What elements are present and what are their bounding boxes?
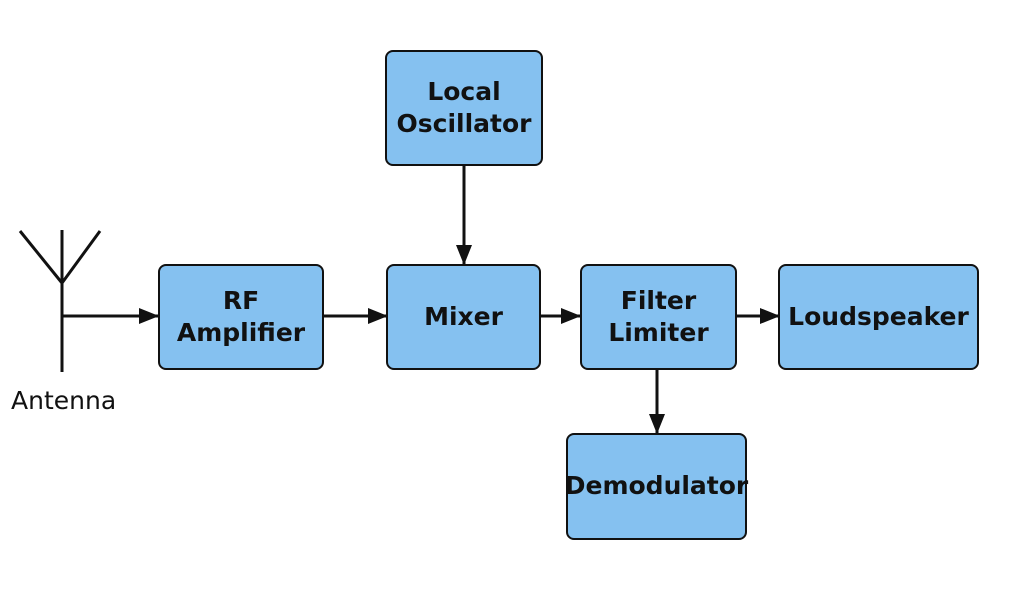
loudspeaker-label: Loudspeaker	[788, 301, 969, 331]
loudspeaker-block: Loudspeaker	[778, 264, 979, 370]
antenna-label: Antenna	[11, 386, 117, 415]
local-oscillator-block: Local Oscillator	[385, 50, 543, 166]
local-oscillator-label-line2: Oscillator	[396, 109, 532, 138]
antenna-icon	[18, 230, 102, 372]
rf-amplifier-block: RF Amplifier	[158, 264, 324, 370]
demodulator-block: Demodulator	[564, 433, 749, 540]
mixer-block: Mixer	[386, 264, 541, 370]
mixer-label: Mixer	[424, 301, 503, 331]
rf-amplifier-label-line1: RF	[222, 285, 260, 315]
demodulator-label: Demodulator	[564, 471, 749, 501]
filter-limiter-block: Filter Limiter	[580, 264, 737, 370]
local-oscillator-label-line1: Local	[427, 76, 501, 106]
rf-amplifier-label-line2: Amplifier	[176, 318, 306, 347]
filter-limiter-label-line2: Limiter	[608, 318, 709, 347]
filter-limiter-label-line1: Filter	[620, 285, 697, 315]
